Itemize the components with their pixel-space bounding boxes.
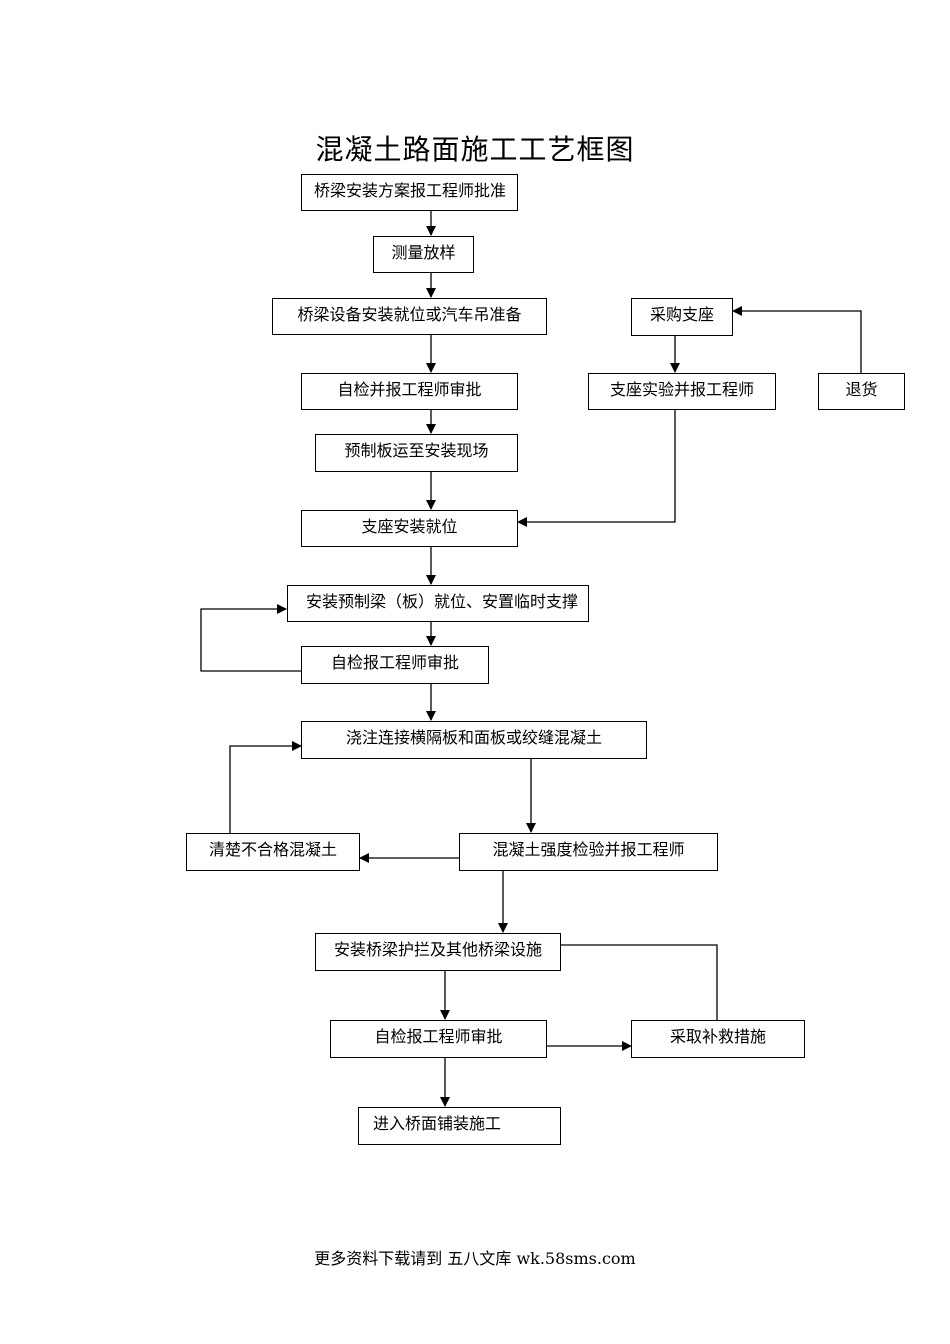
- step-install-railing-label: 安装桥梁护拦及其他桥梁设施: [333, 940, 542, 959]
- loop-b11-b9: [229, 741, 302, 833]
- step-transport-label: 预制板运至安装现场: [344, 441, 489, 460]
- loop-b8-b7: [200, 604, 301, 672]
- step-deck-paving-label: 进入桥面铺装施工: [373, 1114, 502, 1133]
- step-survey-box: 测量放样: [373, 236, 474, 273]
- step-install-railing-box: 安装桥梁护拦及其他桥梁设施: [315, 933, 561, 971]
- step-install-beam-label: 安装预制梁（板）就位、安置临时支撑: [306, 592, 579, 611]
- step-remove-defective-label: 清楚不合格混凝土: [208, 840, 337, 859]
- step-purchase-bearing-box: 采购支座: [631, 298, 733, 336]
- step-self-check-1-box: 自检并报工程师审批: [301, 373, 518, 410]
- step-bearing-test-label: 支座实验并报工程师: [609, 380, 754, 399]
- step-remedial-box: 采取补救措施: [631, 1020, 805, 1058]
- step-transport-box: 预制板运至安装现场: [315, 434, 518, 472]
- loop-b14-b12: [546, 940, 718, 1020]
- step-equipment-label: 桥梁设备安装就位或汽车吊准备: [297, 305, 522, 324]
- step-remedial-label: 采取补救措施: [669, 1027, 766, 1046]
- step-bearing-test-box: 支座实验并报工程师: [588, 373, 776, 410]
- step-survey-label: 测量放样: [391, 243, 456, 262]
- step-bearing-install-label: 支座安装就位: [361, 517, 458, 536]
- step-return-goods-label: 退货: [845, 380, 878, 399]
- step-return-goods-box: 退货: [818, 373, 905, 410]
- diagram-title: 混凝土路面施工工艺框图: [315, 133, 635, 166]
- step-install-beam-box: 安装预制梁（板）就位、安置临时支撑: [287, 585, 589, 622]
- step-equipment-box: 桥梁设备安装就位或汽车吊准备: [272, 298, 547, 335]
- step-strength-test-box: 混凝土强度检验并报工程师: [459, 833, 718, 871]
- step-deck-paving-box: 进入桥面铺装施工: [358, 1107, 561, 1145]
- step-self-check-3-box: 自检报工程师审批: [330, 1020, 547, 1058]
- step-self-check-3-label: 自检报工程师审批: [374, 1027, 503, 1046]
- step-submit-plan-label: 桥梁安装方案报工程师批准: [314, 181, 507, 200]
- arrow-r2-b6: [517, 410, 676, 527]
- step-bearing-install-box: 支座安装就位: [301, 510, 518, 547]
- step-purchase-bearing-label: 采购支座: [649, 305, 714, 324]
- footer-text: 更多资料下载请到 五八文库 wk.58sms.com: [314, 1249, 636, 1268]
- step-self-check-2-box: 自检报工程师审批: [301, 646, 489, 684]
- loop-r3-r1: [732, 306, 862, 373]
- step-self-check-2-label: 自检报工程师审批: [330, 653, 459, 672]
- step-pour-concrete-label: 浇注连接横隔板和面板或绞缝混凝土: [345, 728, 602, 747]
- step-self-check-1-label: 自检并报工程师审批: [337, 380, 482, 399]
- step-pour-concrete-box: 浇注连接横隔板和面板或绞缝混凝土: [301, 721, 647, 759]
- step-strength-test-label: 混凝土强度检验并报工程师: [492, 840, 685, 859]
- step-remove-defective-box: 清楚不合格混凝土: [186, 833, 360, 871]
- step-submit-plan-box: 桥梁安装方案报工程师批准: [301, 174, 518, 211]
